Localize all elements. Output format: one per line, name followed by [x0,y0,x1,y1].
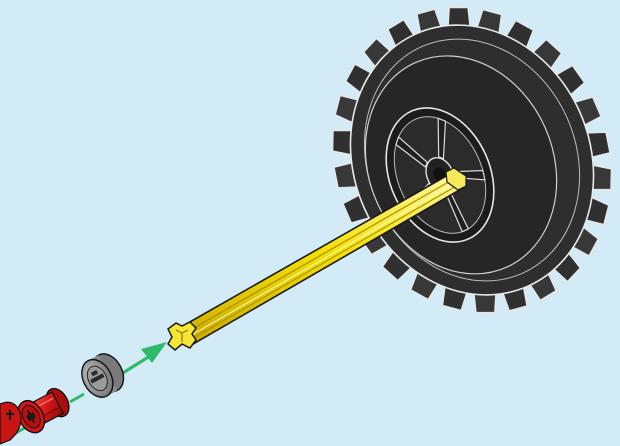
peg-edge-fragment [0,402,21,444]
